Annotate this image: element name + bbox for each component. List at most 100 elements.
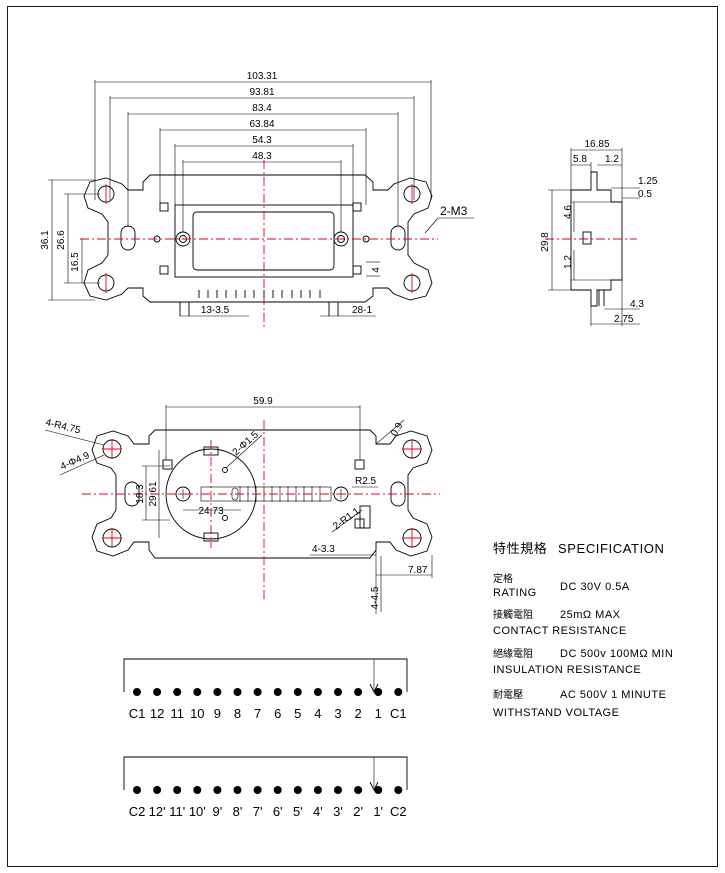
mount-dim-787: 7.87 — [408, 565, 428, 576]
pin-label: 2 — [354, 706, 361, 721]
spec-withstand-value: AC 500V 1 MINUTE — [560, 689, 666, 701]
pin-dot — [253, 786, 262, 794]
side-dim-05: 0.5 — [638, 189, 652, 200]
side-dim-125: 1.25 — [638, 176, 658, 187]
pin-dot — [193, 786, 202, 794]
pin-dot — [354, 786, 363, 794]
front-dim-266: 26.6 — [56, 230, 67, 250]
pin-dot — [153, 688, 162, 696]
spec-insulation-value: DC 500v 100MΩ MIN — [560, 648, 673, 660]
front-dim-pitch-right: 28-1 — [352, 305, 372, 316]
sheet-border — [7, 6, 718, 867]
mount-body-outline — [91, 429, 433, 559]
spec-contact-value: 25mΩ MAX — [560, 609, 621, 621]
front-pad — [159, 202, 169, 212]
side-dim-275: 2.75 — [614, 314, 634, 325]
mount-dim-183: 18.3 — [135, 484, 146, 504]
spec-contact-cjk: 接觸電阻 — [493, 608, 533, 621]
mount-dim-599: 59.9 — [253, 396, 273, 407]
front-body-outline — [83, 174, 433, 303]
side-dim-46: 4.6 — [563, 205, 574, 219]
spec-rating-value: DC 30V 0.5A — [560, 581, 630, 593]
pin-dot — [374, 786, 383, 794]
front-dim-10331: 103.31 — [247, 71, 278, 82]
pin-dot — [273, 786, 282, 794]
pin-label: 8' — [233, 804, 243, 819]
front-pad — [159, 265, 169, 275]
pin-label: C1 — [129, 706, 146, 721]
pin-label: C2 — [390, 804, 407, 819]
pin-label: 10' — [189, 804, 206, 819]
pin-label: 6' — [273, 804, 283, 819]
mount-dim-445: 4-4.5 — [370, 586, 381, 609]
front-dim-361: 36.1 — [40, 230, 51, 250]
side-dim-1685: 16.85 — [584, 139, 609, 150]
pin-dot — [213, 786, 222, 794]
spec-withstand-label: WITHSTAND VOLTAGE — [493, 707, 619, 719]
front-pad — [352, 202, 362, 212]
front-slot — [120, 225, 136, 251]
pin-dot — [334, 688, 342, 696]
pin-dot — [394, 688, 403, 696]
pin-label: 9' — [213, 804, 223, 819]
pin-label: 12 — [150, 706, 164, 721]
spec-contact-label: CONTACT RESISTANCE — [493, 625, 627, 637]
front-dim-834: 83.4 — [252, 103, 272, 114]
pin-label: 6 — [274, 706, 281, 721]
pin-label: 11' — [169, 804, 185, 819]
pin-dot — [193, 688, 202, 696]
spec-insulation-label: INSULATION RESISTANCE — [493, 664, 641, 676]
pin-label: C1 — [390, 706, 407, 721]
pin-label: 5 — [294, 706, 301, 721]
side-dim-58: 5.8 — [573, 154, 587, 165]
pin-dot — [374, 688, 383, 696]
spec-rating-label: RATING — [493, 587, 537, 599]
pin-dot — [293, 786, 302, 794]
pin-label: 12' — [149, 804, 166, 819]
spec-withstand-cjk: 耐電壓 — [493, 688, 523, 701]
pin-label: 7 — [254, 706, 261, 721]
mount-dim-2961: 29.61 — [148, 481, 159, 506]
mount-pad — [354, 518, 365, 529]
pin-label: 9 — [214, 706, 221, 721]
pin-dot — [173, 688, 182, 696]
front-left-dims — [48, 179, 100, 301]
pin-label: 3' — [333, 804, 343, 819]
pin-label: 8 — [234, 706, 241, 721]
spec-rating-cjk: 定格 — [493, 572, 513, 585]
pin-label: 4 — [314, 706, 321, 721]
pin-label: 5' — [293, 804, 303, 819]
mount-small-hole — [222, 467, 228, 473]
pin-dot — [133, 688, 141, 696]
pin-dot — [313, 688, 322, 696]
front-view: 103.31 93.81 83.4 63.84 54.3 48.3 36.1 2… — [40, 71, 474, 330]
mount-view: 59.9 4-R4.75 4-Φ4.9 2-Φ1.5 0.9 R2.5 2-R1… — [44, 396, 440, 614]
spec-insulation-cjk: 絕緣電阻 — [493, 647, 533, 660]
mount-dim-2473: 24.73 — [198, 506, 223, 517]
pin-label: 1' — [373, 804, 383, 819]
pin-dot — [233, 786, 242, 794]
pin-dot — [153, 786, 162, 794]
pin-dot — [394, 786, 403, 794]
front-dim-165: 16.5 — [70, 252, 81, 272]
mount-small-hole — [222, 515, 228, 521]
spec-block: 特性規格 SPECIFICATION 定格 RATING DC 30V 0.5A… — [493, 541, 673, 719]
side-dim-298: 29.8 — [540, 232, 551, 252]
side-view: 16.85 5.8 1.2 1.25 0.5 29.8 4.6 1.2 4.3 … — [540, 139, 658, 326]
mount-dim-r25: R2.5 — [355, 476, 377, 487]
spec-title-cjk: 特性規格 — [493, 541, 547, 556]
side-dim-43: 4.3 — [630, 299, 644, 310]
pin-dot — [213, 688, 222, 696]
mount-dim-4r475: 4-R4.75 — [44, 417, 82, 436]
front-pins — [179, 290, 339, 316]
front-dim-543: 54.3 — [252, 135, 272, 146]
front-top-dims — [94, 80, 432, 232]
mount-dim-4phi49: 4-Φ4.9 — [59, 450, 92, 473]
pin-dot — [313, 786, 322, 794]
pin-dot — [334, 786, 342, 794]
front-inner-frame — [174, 204, 354, 278]
pin-dot — [133, 786, 141, 794]
